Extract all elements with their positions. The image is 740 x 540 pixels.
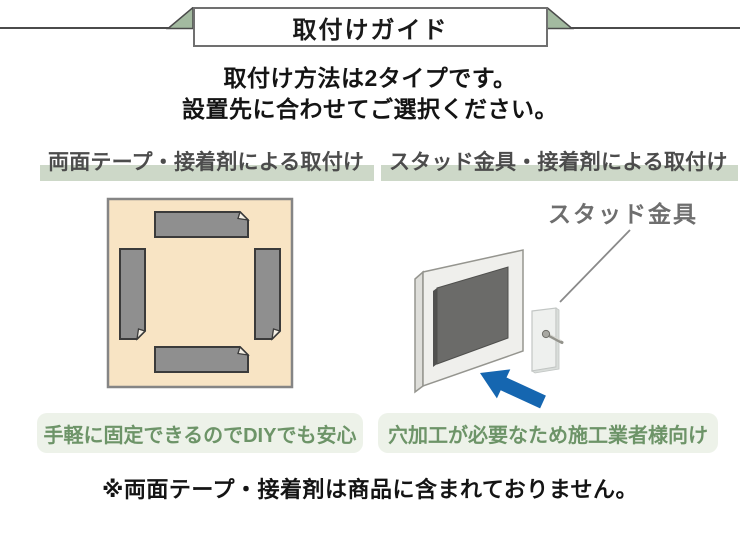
method-title-tape: 両面テープ・接着剤による取付け bbox=[40, 146, 375, 181]
intro-line-2: 設置先に合わせてご選択ください。 bbox=[182, 96, 558, 122]
caption-stud: 穴加工が必要なため施工業者様向け bbox=[378, 413, 718, 453]
stud-bracket-plate bbox=[530, 307, 564, 374]
label-pointer-line bbox=[559, 229, 631, 303]
tape-strip-top bbox=[154, 210, 250, 238]
stud-bracket-label: スタッド金具 bbox=[548, 201, 698, 227]
ribbon-fold-right-icon bbox=[546, 7, 575, 30]
page-title: 取付けガイド bbox=[193, 7, 548, 47]
intro-line-1: 取付け方法は2タイプです。 bbox=[223, 65, 517, 91]
stud-pin-head bbox=[541, 329, 551, 339]
stud-method-illustration bbox=[414, 229, 631, 409]
method-title-stud: スタッド金具・接着剤による取付け bbox=[381, 146, 738, 181]
intro-text: 取付け方法は2タイプです。 設置先に合わせてご選択ください。 bbox=[0, 63, 740, 125]
mount-direction-arrow-icon bbox=[480, 369, 546, 409]
tape-strip-right bbox=[254, 248, 282, 341]
tape-strip-bottom bbox=[154, 345, 250, 373]
tape-strip-left bbox=[119, 248, 147, 341]
tape-method-illustration bbox=[106, 197, 294, 389]
caption-tape: 手軽に固定できるのでDIYでも安心 bbox=[37, 413, 363, 453]
ribbon-fold-left-icon bbox=[165, 7, 194, 30]
footnote-text: ※両面テープ・接着剤は商品に含まれておりません。 bbox=[101, 477, 639, 502]
mirror-panel bbox=[414, 249, 524, 394]
